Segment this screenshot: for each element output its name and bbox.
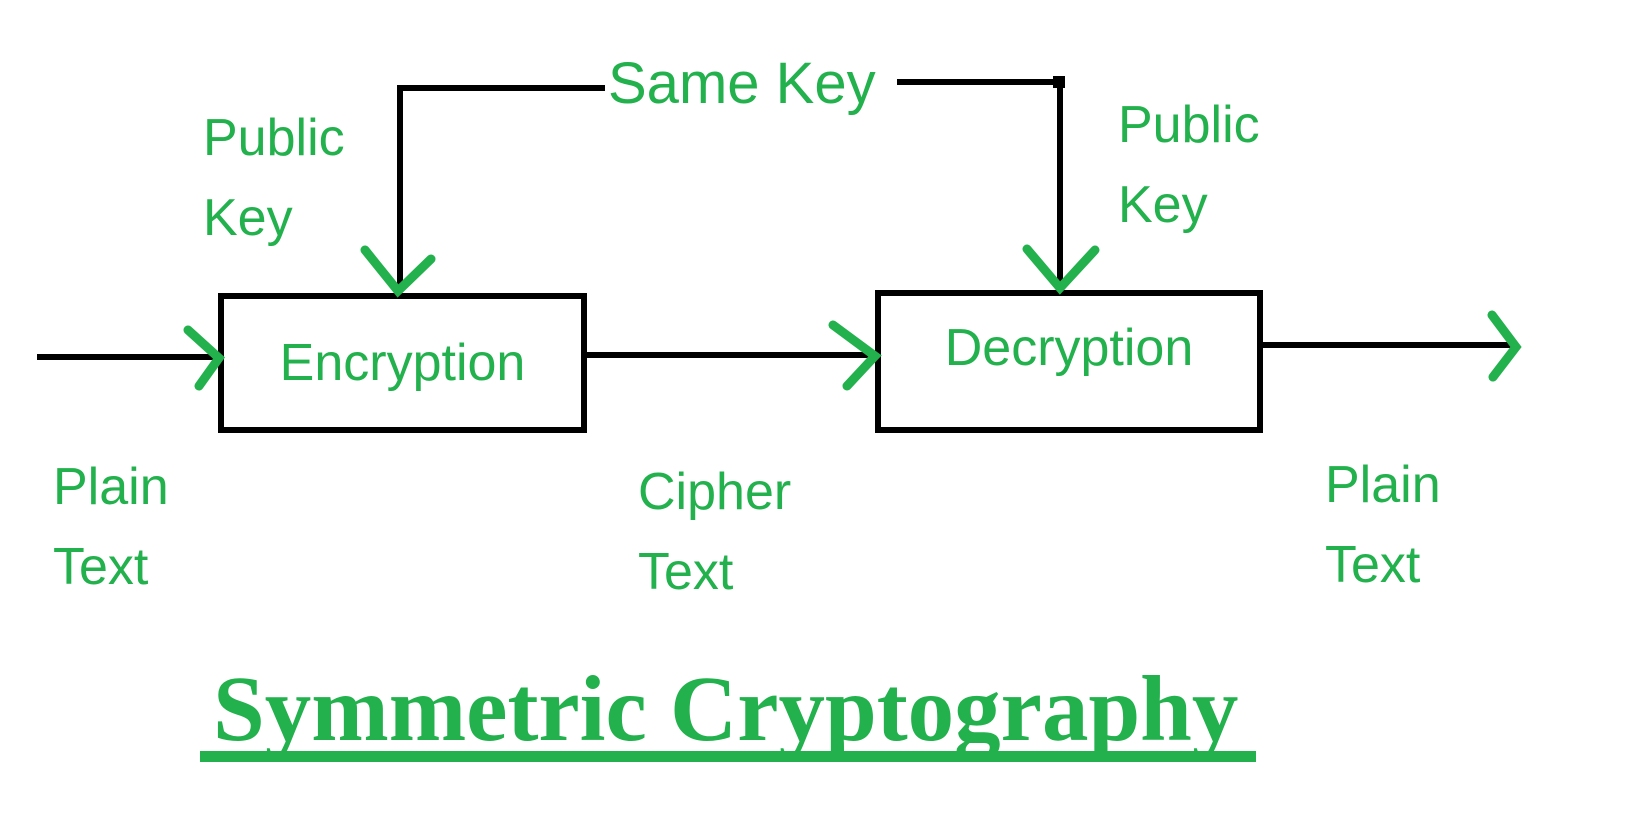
encryption-box: Encryption	[218, 293, 587, 433]
cipher-text-line1: Cipher	[638, 463, 792, 521]
decryption-box: Decryption	[875, 290, 1263, 433]
key-line-right-horizontal	[897, 79, 1063, 85]
public-key-left-label: Public Key	[203, 98, 345, 258]
encryption-box-label: Encryption	[279, 334, 526, 392]
plain-text-output-line	[1260, 342, 1512, 348]
key-line-right-vertical	[1057, 79, 1063, 288]
same-key-label: Same Key	[608, 52, 876, 116]
cipher-text-line2: Text	[638, 543, 734, 601]
title-underline	[200, 751, 1256, 762]
plain-text-output-line1: Plain	[1325, 456, 1441, 514]
cipher-text-line	[585, 352, 875, 358]
diagram-title: Symmetric Cryptography	[213, 658, 1239, 761]
plain-text-input-line	[37, 354, 219, 360]
plain-text-input-line2: Text	[53, 538, 149, 596]
plain-text-output-label: Plain Text	[1325, 445, 1441, 605]
key-line-left-vertical	[397, 85, 403, 291]
cipher-text-label: Cipher Text	[638, 452, 791, 612]
public-key-left-line2: Key	[203, 189, 293, 247]
public-key-right-line2: Key	[1118, 176, 1208, 234]
same-key-label-text: Same Key	[608, 51, 876, 116]
decryption-box-label: Decryption	[944, 318, 1194, 377]
key-line-junction-dot	[1053, 76, 1065, 88]
plain-text-input-line1: Plain	[53, 458, 169, 516]
key-line-left-horizontal	[399, 85, 605, 91]
plain-text-input-label: Plain Text	[53, 447, 169, 607]
public-key-right-line1: Public	[1118, 96, 1260, 154]
plain-text-output-line2: Text	[1325, 536, 1421, 594]
public-key-right-label: Public Key	[1118, 85, 1260, 245]
public-key-left-line1: Public	[203, 109, 345, 167]
